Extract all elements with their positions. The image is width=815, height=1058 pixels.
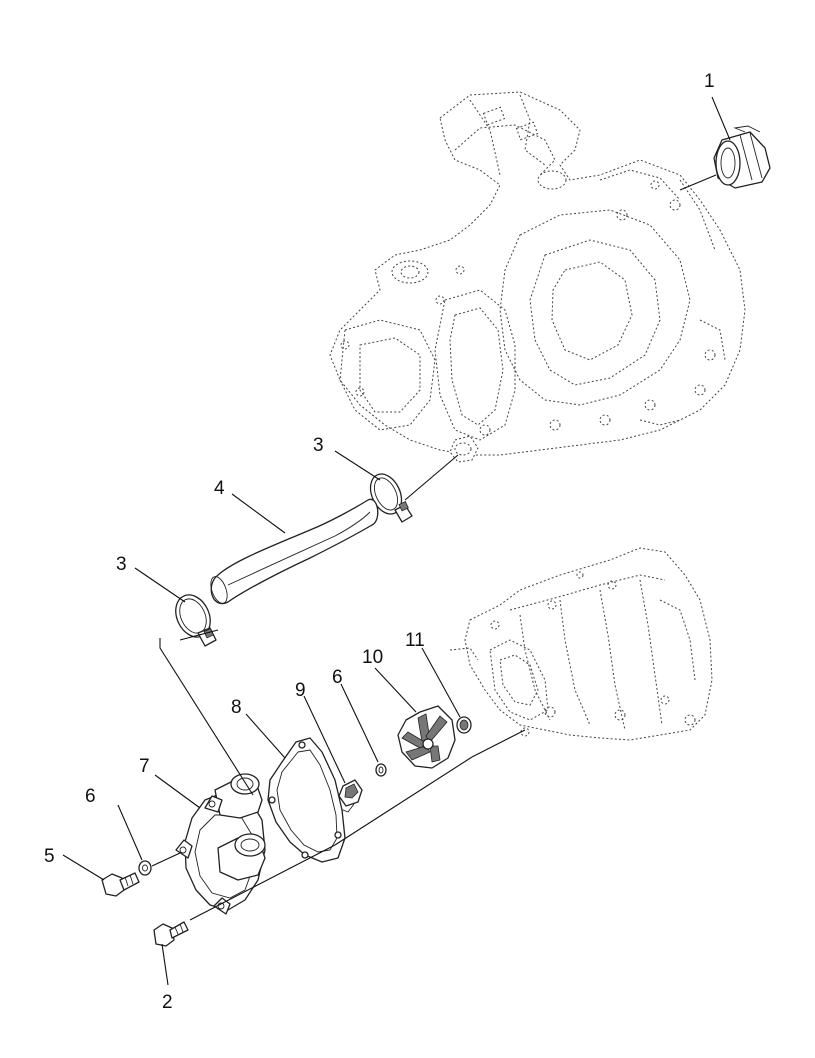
callout-1: 1 <box>704 71 715 92</box>
part-2-bolt-long <box>153 921 189 947</box>
part-3-hose-clamp-lower <box>175 594 217 647</box>
callout-11: 11 <box>405 630 425 651</box>
part-3-hose-clamp-upper <box>369 473 413 523</box>
part-1-fitting <box>713 125 771 189</box>
callout-8: 8 <box>231 697 242 718</box>
callout-3-lower: 3 <box>116 554 127 575</box>
part-5-bolt-short <box>101 872 140 897</box>
callout-10: 10 <box>362 647 383 668</box>
part-10-impeller <box>397 705 456 769</box>
part-4-coolant-hose <box>210 498 379 605</box>
callout-9: 9 <box>295 680 306 701</box>
callout-3-upper: 3 <box>313 435 324 456</box>
callout-5: 5 <box>44 846 55 867</box>
callout-4: 4 <box>214 478 225 499</box>
engine-cylinder-head <box>329 91 746 463</box>
part-7-water-pump-cover <box>175 773 266 915</box>
engine-crankcase <box>449 547 713 741</box>
callout-leaders <box>62 96 731 986</box>
callout-6-upper: 6 <box>332 667 343 688</box>
part-11-seal-nut <box>456 716 472 734</box>
callout-numbers: 1 3 4 3 11 10 6 9 8 7 6 5 2 <box>44 71 715 1013</box>
part-6-washer-upper <box>375 763 387 777</box>
callout-6-lower: 6 <box>85 786 96 807</box>
assembly-lines <box>151 174 717 921</box>
callout-7: 7 <box>139 756 150 777</box>
callout-2: 2 <box>162 992 173 1013</box>
part-6-washer-lower <box>138 860 152 876</box>
part-8-gasket <box>267 737 346 863</box>
